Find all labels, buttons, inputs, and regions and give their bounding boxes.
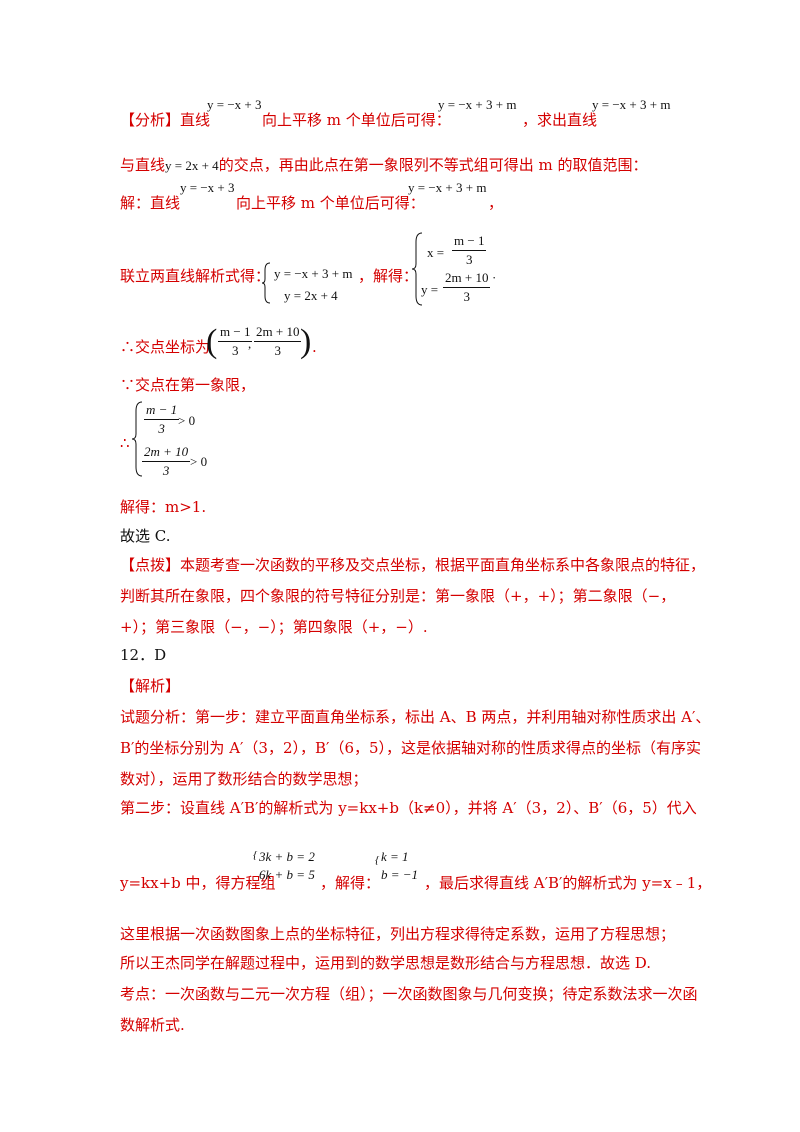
eqs-brace: { xyxy=(253,849,258,861)
q12-para-9: 数解析式. xyxy=(120,1016,185,1034)
ineq2-fraction: 2m + 10 3 xyxy=(142,444,191,479)
eq-line-2: y = 2x + 4 xyxy=(165,158,219,173)
solution-y-fraction: 2m + 10 3 xyxy=(443,270,491,305)
solution-y-label: y = xyxy=(421,282,439,297)
point-y-fraction: 2m + 10 3 xyxy=(254,324,302,359)
solution-dot: · xyxy=(492,270,497,285)
sol-brace: { xyxy=(375,854,380,866)
paren-left: ( xyxy=(206,323,218,360)
q12-para-8: 考点：一次函数与二元一次方程（组）；一次函数图象与几何变换；待定系数法求一次函 xyxy=(120,985,698,1003)
solution-y-denominator: 3 xyxy=(463,289,470,304)
ineq2-relation: > 0 xyxy=(190,454,208,469)
q12-para-5-c: ，最后求得直线 A′B′的解析式为 y=x﹣1， xyxy=(424,874,712,892)
tips-text-1: 本题考查一次函数的平移及交点坐标，根据平面直角坐标系中各象限点的特征， xyxy=(180,556,706,574)
q12-para-5-a: y=kx+b 中，得方程组 xyxy=(120,874,276,892)
solution-x-label: x = xyxy=(427,245,445,260)
tips-tag: 【点拨】 xyxy=(120,556,181,574)
q12-para-4: 第二步：设直线 A′B′的解析式为 y=kx+b（k≠0），并将 A′（3，2）… xyxy=(120,799,697,817)
solution-line-1-b: 向上平移 m 个单位后可得： xyxy=(236,194,425,212)
sol-eq-original: y = −x + 3 xyxy=(180,180,235,195)
analysis-line2-b: 的交点，再由此点在第一象限列不等式组可得出 m 的取值范围： xyxy=(218,156,648,174)
q12-para-6: 这里根据一次函数图象上点的坐标特征，列出方程求得待定系数，运用了方程思想； xyxy=(120,925,676,943)
solution-choice: 故选 C. xyxy=(120,527,171,545)
eq-original-line: y = −x + 3 xyxy=(207,97,262,112)
therefore-symbol: ∴ xyxy=(120,434,130,452)
point-y-numerator: 2m + 10 xyxy=(254,324,302,342)
solution-line-4: ∵交点在第一象限， xyxy=(120,376,256,394)
q12-para-7: 所以王杰同学在解题过程中，运用到的数学思想是数形结合与方程思想．故选 D. xyxy=(120,954,652,972)
ineq1-numerator: m − 1 xyxy=(144,402,180,420)
solution-line-2: 联立两直线解析式得： xyxy=(120,267,271,285)
solution-line-2-b: ，解得： xyxy=(358,267,419,285)
q12-para-2: B′的坐标分别为 A′（3，2），B′（6，5），这是依据轴对称的性质求得点的坐… xyxy=(120,739,702,757)
point-y-denominator: 3 xyxy=(274,343,281,358)
q12-para-3: 数对），运用了数形结合的数学思想； xyxy=(120,770,368,788)
ineq1-denominator: 3 xyxy=(158,421,165,436)
point-x-denominator: 3 xyxy=(231,343,239,358)
paren-right: ) xyxy=(300,323,312,360)
analysis-line-2: 与直线y = 2x + 4的交点，再由此点在第一象限列不等式组可得出 m 的取值… xyxy=(120,155,647,176)
system-row-2: y = 2x + 4 xyxy=(284,288,338,303)
q12-tag: 【解析】 xyxy=(120,677,181,695)
solution-x-numerator: m − 1 xyxy=(452,233,487,251)
sol-eq-shifted: y = −x + 3 + m xyxy=(408,180,487,195)
tips-line-1: 【点拨】本题考查一次函数的平移及交点坐标，根据平面直角坐标系中各象限点的特征， xyxy=(120,555,705,575)
system-row-1: y = −x + 3 + m xyxy=(274,266,353,281)
analysis-text-3: ，求出直线 xyxy=(522,111,598,129)
solution-result: 解得：m>1. xyxy=(120,498,207,516)
tips-line-2: 判断其所在象限，四个象限的符号特征分别是：第一象限（+，+）；第二象限（−， xyxy=(120,587,676,605)
analysis-text-2: 向上平移 m 个单位后可得： xyxy=(262,111,451,129)
ineq2-denominator: 3 xyxy=(162,463,170,478)
analysis-text-1: 直线 xyxy=(180,111,211,129)
solution-line-1-c: ， xyxy=(488,194,504,212)
point-x-fraction: m − 1 3 xyxy=(218,324,253,359)
q12-header: 12．D xyxy=(120,646,167,664)
analysis-line-1: 【分析】直线 xyxy=(120,110,210,130)
tips-line-3: +）；第三象限（−，−）；第四象限（+，−）. xyxy=(120,618,428,636)
solution-line-3-b: . xyxy=(312,338,317,356)
sol-row-2: b = −1 xyxy=(381,867,419,882)
eqs-row-1: 3k + b = 2 xyxy=(259,849,315,864)
solution-x-fraction: m − 1 3 xyxy=(452,233,487,268)
solution-brace xyxy=(411,232,423,306)
ineq1-fraction: m − 1 3 xyxy=(144,402,180,437)
sol-row-1: k = 1 xyxy=(381,849,409,864)
q12-para-5-b: ，解得： xyxy=(320,874,381,892)
ineq2-numerator: 2m + 10 xyxy=(142,444,191,462)
analysis-line2-a: 与直线 xyxy=(120,156,166,174)
ineq1-relation: > 0 xyxy=(178,413,196,428)
inequality-brace xyxy=(131,401,143,477)
point-x-numerator: m − 1 xyxy=(218,324,253,342)
point-comma: , xyxy=(248,336,252,351)
analysis-tag: 【分析】 xyxy=(120,111,181,129)
solution-x-denominator: 3 xyxy=(465,252,473,267)
system-brace xyxy=(261,262,271,304)
solution-line-3: ∴交点坐标为 xyxy=(120,338,211,356)
eq-shifted-line: y = −x + 3 + m xyxy=(438,97,517,112)
solution-line-1: 解：直线 xyxy=(120,194,181,212)
eqs-row-2: 6k + b = 5 xyxy=(259,867,315,882)
q12-para-1: 试题分析：第一步：建立平面直角坐标系，标出 A、B 两点，并利用轴对称性质求出 … xyxy=(120,708,711,726)
eq-shifted-line-2: y = −x + 3 + m xyxy=(592,97,671,112)
solution-y-numerator: 2m + 10 xyxy=(443,270,491,288)
